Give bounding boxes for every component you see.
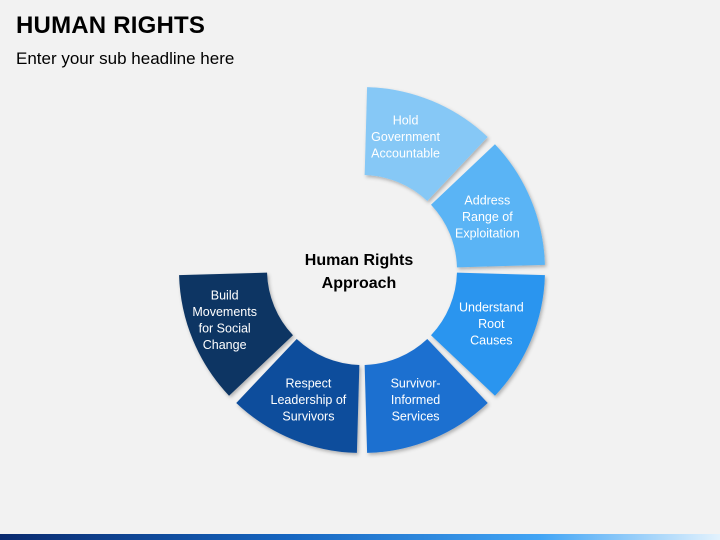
ring-segment-3 [431, 272, 545, 396]
center-label-line-1: Human Rights [305, 252, 414, 269]
page-subtitle: Enter your sub headline here [16, 49, 235, 68]
footer-accent-bar [0, 534, 720, 540]
ring-segment-4 [364, 339, 488, 453]
center-label-line-2: Approach [322, 275, 397, 292]
ring-segment-2 [431, 144, 545, 268]
ring-segment-6 [179, 272, 293, 396]
ring-segment-5 [236, 339, 360, 453]
page-title: HUMAN RIGHTS [16, 12, 206, 39]
ring-segment-1 [364, 87, 488, 201]
